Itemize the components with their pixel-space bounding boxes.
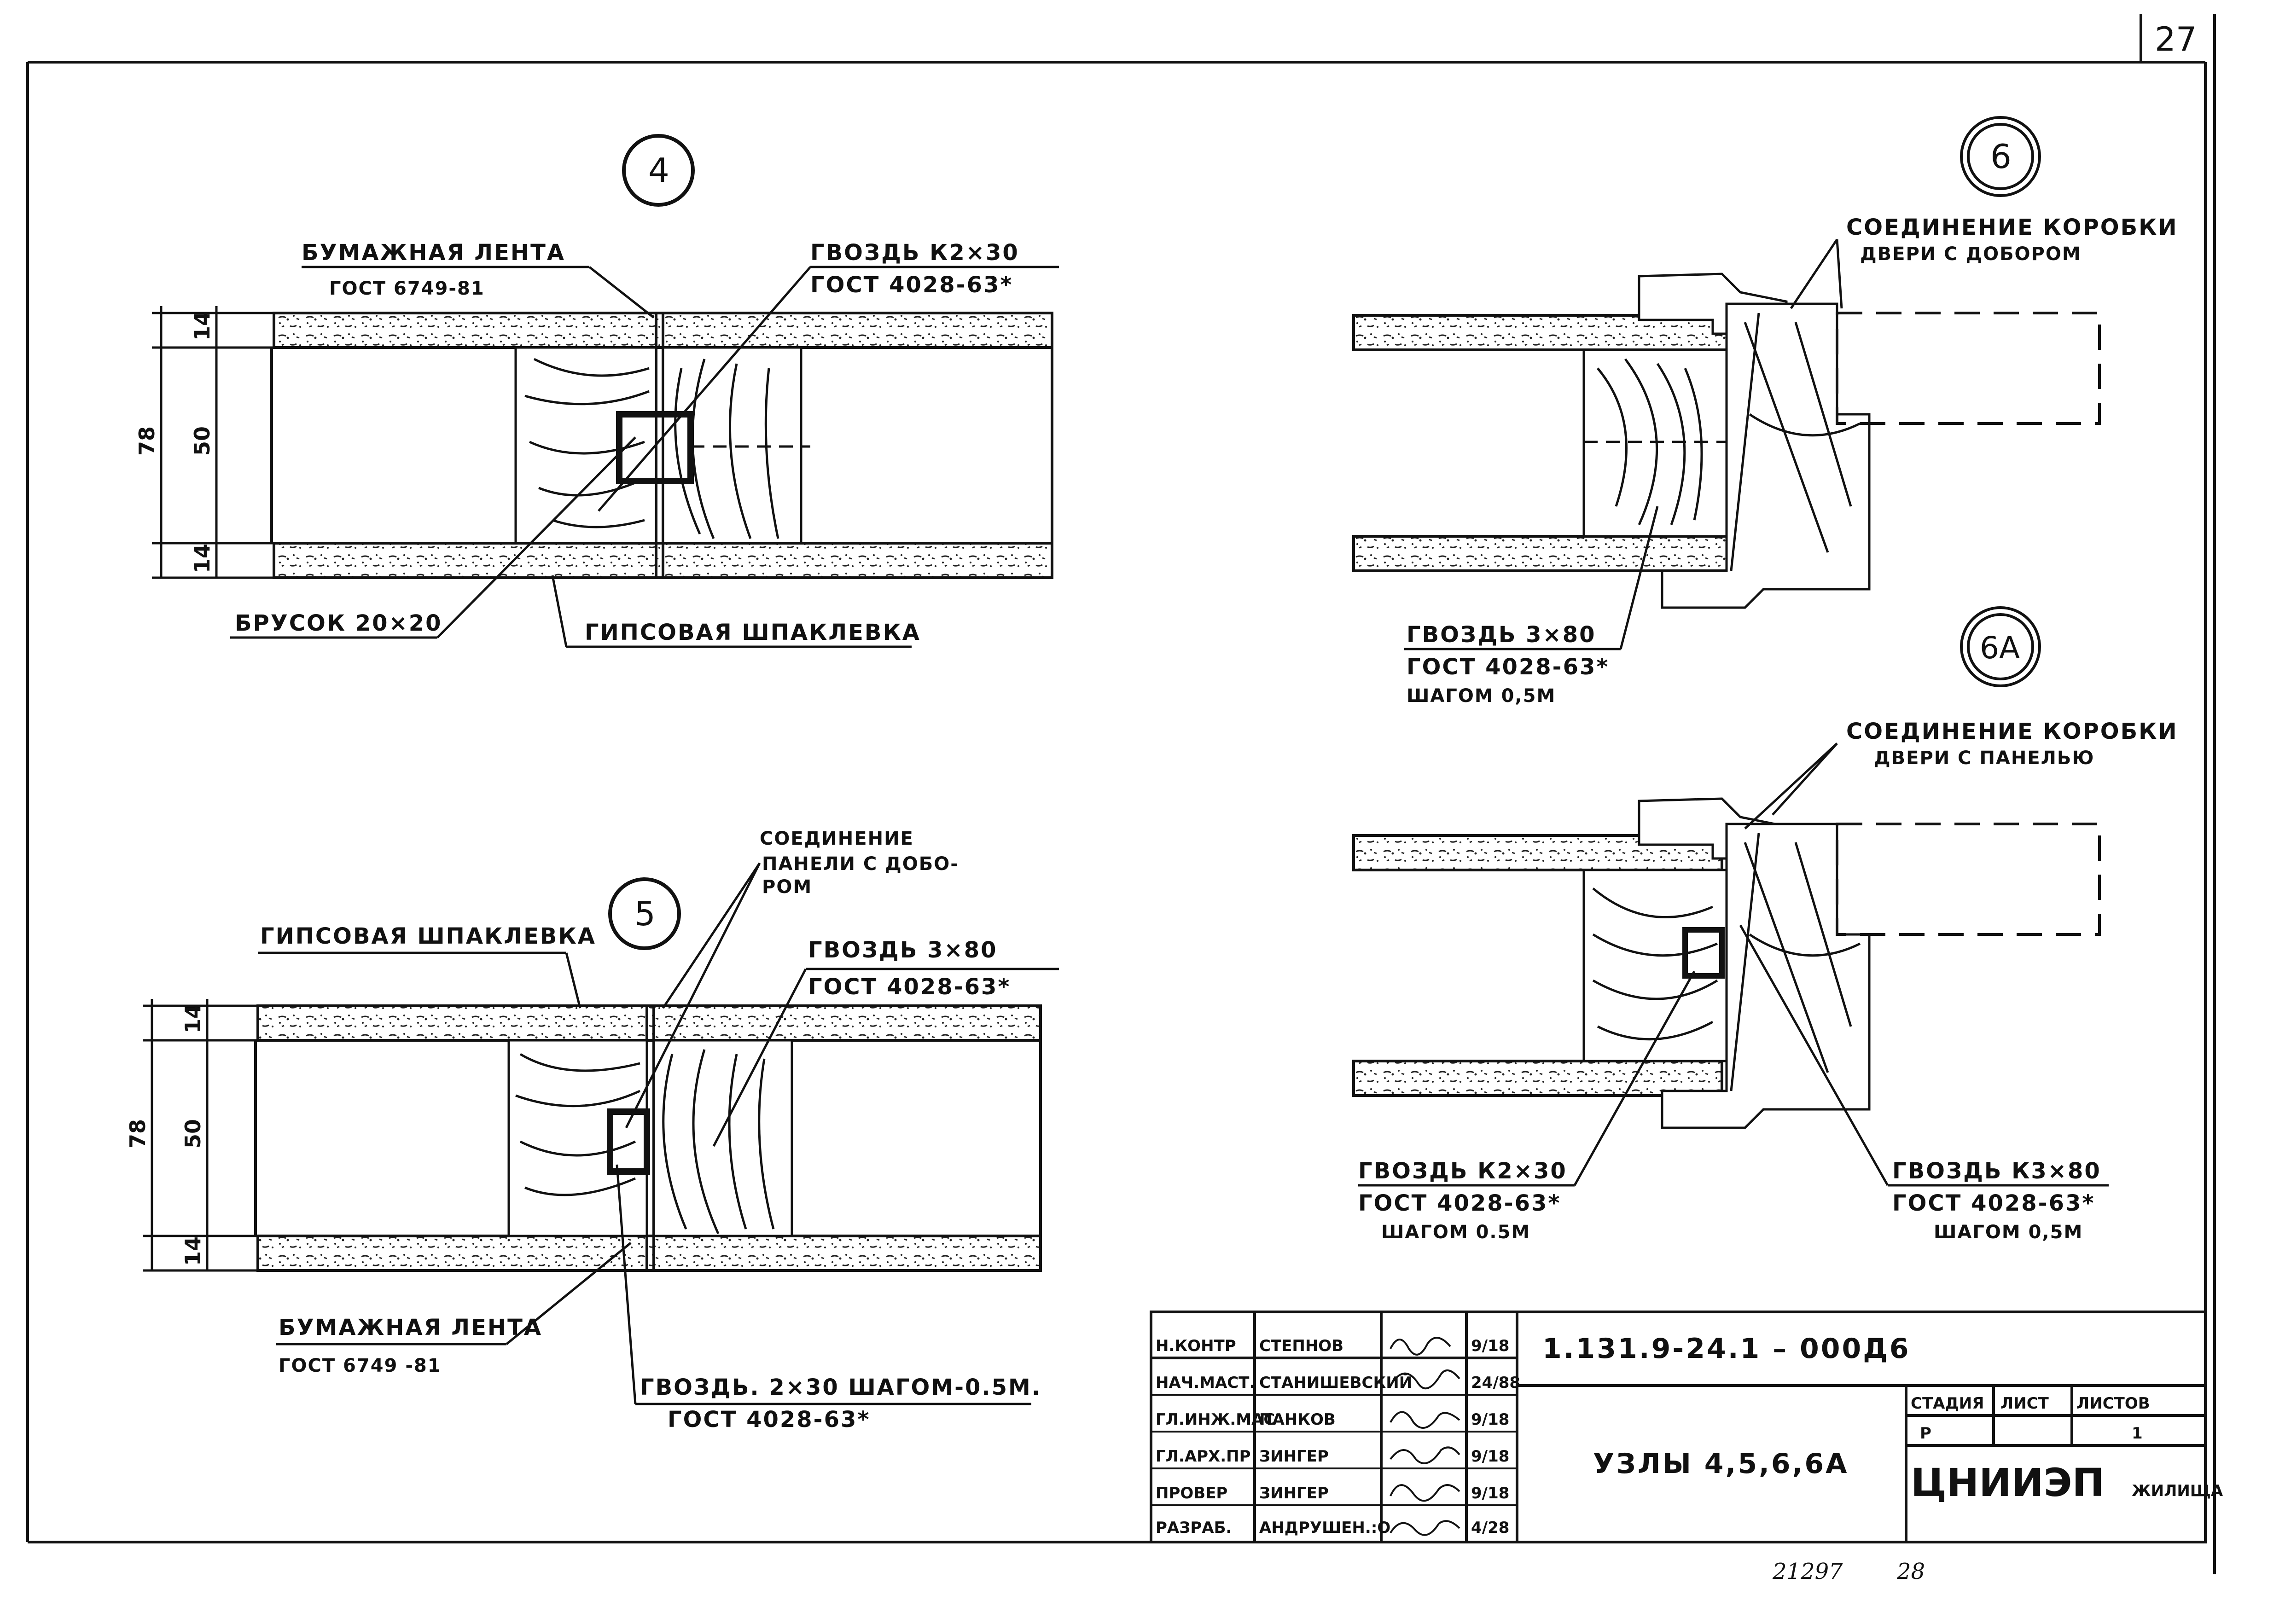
detail-4-bar-label: БРУСОК 20×20: [235, 610, 442, 636]
detail-6a-nail-left-step: ШАГОМ 0.5М: [1381, 1222, 1530, 1243]
row-date: 9/18: [1471, 1484, 1509, 1502]
detail-6a-joint-line2: ДВЕРИ С ПАНЕЛЬЮ: [1874, 748, 2094, 769]
detail-6-nail-step: ШАГОМ 0,5М: [1407, 685, 1556, 707]
detail-5-dim-core: 50: [180, 1119, 205, 1148]
page-number: 27: [2155, 20, 2197, 58]
detail-4-wood-studs: [514, 346, 802, 545]
detail-4-paper-tape-gost: ГОСТ 6749-81: [329, 278, 485, 299]
detail-5-gypsum-label: ГИПСОВАЯ ШПАКЛЕВКА: [260, 923, 596, 949]
detail-5-dimensions: [143, 999, 258, 1272]
detail-6a-bar: [1682, 927, 1725, 979]
detail-4-number: 4: [648, 151, 669, 190]
row-role: РАЗРАБ.: [1156, 1519, 1232, 1537]
row-date: 9/18: [1471, 1447, 1509, 1466]
detail-4-dim-total: 78: [134, 426, 159, 456]
detail-6a-marker: [1960, 606, 2041, 687]
detail-4-gypsum-label: ГИПСОВАЯ ШПАКЛЕВКА: [585, 620, 921, 645]
detail-4-dim-top: 14: [190, 311, 215, 341]
detail-5: 5 78 50 14 14: [125, 828, 1059, 1433]
detail-6a-joint-line1: СОЕДИНЕНИЕ КОРОБКИ: [1846, 719, 2178, 744]
row-date: 9/18: [1471, 1410, 1509, 1429]
row-role: НАЧ.МАСТ.: [1156, 1374, 1255, 1392]
detail-5-nail2-label: ГВОЗДЬ. 2×30 ШАГОМ-0.5М.: [640, 1375, 1041, 1400]
detail-4-nail-gost: ГОСТ 4028-63*: [810, 272, 1013, 298]
detail-6-nail-label: ГВОЗДЬ 3×80: [1407, 622, 1596, 648]
detail-5-paper-tape-gost: ГОСТ 6749 -81: [279, 1355, 442, 1376]
detail-4-marker: [622, 134, 695, 207]
detail-5-nail-gost: ГОСТ 4028-63*: [808, 974, 1011, 1000]
row-date: 24/88: [1471, 1374, 1520, 1392]
detail-4-leaders: [230, 266, 1059, 648]
signature-rows: Н.КОНТР СТЕПНОВ 9/18 НАЧ.МАСТ. СТАНИШЕВС…: [1156, 1337, 1520, 1537]
detail-5-joint-line1: СОЕДИНЕНИЕ: [760, 828, 914, 849]
org-name: ЦНИИЭП: [1911, 1460, 2105, 1505]
detail-6-marker: [1960, 116, 2041, 197]
org-suffix: ЖИЛИЩА: [2132, 1482, 2223, 1500]
detail-5-bar: [607, 1108, 650, 1175]
row-role: ПРОВЕР: [1156, 1484, 1227, 1502]
sheet-header: ЛИСТ: [2000, 1394, 2049, 1413]
detail-5-number: 5: [634, 894, 656, 933]
detail-6a-number: 6А: [1980, 630, 2020, 666]
detail-6a-panel: [1352, 834, 1723, 1097]
detail-6-joint-line2: ДВЕРИ С ДОБОРОМ: [1860, 244, 2082, 265]
footer-page-number: 28: [1896, 1559, 1925, 1584]
detail-5-joint-line3: РОМ: [762, 876, 812, 898]
row-date: 4/28: [1471, 1519, 1509, 1537]
detail-5-joint-line2: ПАНЕЛИ С ДОБО-: [762, 853, 959, 875]
detail-6-leaf: [1836, 312, 2101, 425]
row-name: ЗИНГЕР: [1259, 1484, 1329, 1502]
detail-4-panel: [270, 312, 1053, 579]
detail-5-nail2-gost: ГОСТ 4028-63*: [668, 1407, 870, 1433]
detail-4-dim-bottom: 14: [190, 544, 215, 573]
sheets-value: 1: [2132, 1424, 2143, 1443]
detail-6a-nail-right: ГВОЗДЬ К3×80: [1892, 1158, 2101, 1184]
detail-4: 4 78 50: [134, 134, 1059, 648]
row-role: ГЛ.ИНЖ.МАС: [1156, 1410, 1275, 1429]
inventory-number: 21297: [1772, 1559, 1843, 1584]
row-role: Н.КОНТР: [1156, 1337, 1236, 1355]
detail-5-panel: [254, 1004, 1042, 1272]
detail-6a-nail-right-step: ШАГОМ 0,5М: [1934, 1222, 2083, 1243]
row-name: СТЕПНОВ: [1259, 1337, 1343, 1355]
detail-5-dim-bottom: 14: [180, 1236, 205, 1266]
detail-5-wood-studs: [507, 1039, 793, 1237]
row-name: СТАНИШЕВСКИЙ: [1259, 1373, 1412, 1392]
row-name: ЗИНГЕР: [1259, 1447, 1329, 1466]
stage-header: СТАДИЯ: [1911, 1394, 1984, 1413]
row-date: 9/18: [1471, 1337, 1509, 1355]
row-role: ГЛ.АРХ.ПР: [1156, 1447, 1251, 1466]
detail-5-nail-label: ГВОЗДЬ 3×80: [808, 937, 998, 963]
sheets-header: ЛИСТОВ: [2076, 1394, 2150, 1413]
detail-6a: 6А СОЕДИНЕНИЕ КОРОБКИ ДВЕРИ С ПАНЕЛЬЮ ГВ…: [1352, 606, 2178, 1243]
row-name: ПАНКОВ: [1259, 1410, 1336, 1429]
detail-4-dimensions: [152, 306, 274, 579]
doc-code: 1.131.9-24.1 – 000Д6: [1542, 1333, 1910, 1365]
stage-value: Р: [1920, 1424, 1931, 1443]
detail-6a-nail-right-gost: ГОСТ 4028-63*: [1892, 1190, 2095, 1216]
detail-5-dim-total: 78: [125, 1119, 150, 1148]
detail-6-leaders: [1404, 238, 1843, 650]
row-name: АНДРУШЕН.:О: [1259, 1519, 1390, 1537]
detail-4-dim-core: 50: [190, 426, 215, 456]
detail-5-marker: [608, 877, 681, 950]
detail-6a-nail-left-gost: ГОСТ 4028-63*: [1358, 1190, 1561, 1216]
detail-6-joint-line1: СОЕДИНЕНИЕ КОРОБКИ: [1846, 215, 2178, 240]
detail-6-nail-gost: ГОСТ 4028-63*: [1407, 654, 1609, 680]
drawing-title: УЗЛЫ 4,5,6,6А: [1593, 1448, 1849, 1480]
title-block: 1.131.9-24.1 – 000Д6 УЗЛЫ 4,5,6,6А ЦНИИЭ…: [1150, 1311, 2223, 1543]
detail-5-leaders: [258, 862, 1059, 1405]
detail-6a-leaders: [1358, 742, 2109, 1187]
detail-6-number: 6: [1990, 137, 2012, 176]
detail-5-dim-top: 14: [180, 1004, 205, 1033]
detail-4-nail-label: ГВОЗДЬ К2×30: [810, 240, 1019, 266]
detail-6a-nail-left: ГВОЗДЬ К2×30: [1358, 1158, 1567, 1184]
sheet-frame: [26, 14, 2216, 1574]
signatures: [1390, 1337, 1460, 1536]
detail-4-paper-tape-label: БУМАЖНАЯ ЛЕНТА: [302, 240, 565, 266]
detail-6: 6 СОЕДИНЕНИЕ КОРОБКИ ДВЕРИ С ДОБОРОМ ГВО…: [1352, 116, 2178, 707]
detail-5-paper-tape-label: БУМАЖНАЯ ЛЕНТА: [279, 1315, 542, 1340]
detail-6a-leaf: [1836, 823, 2101, 936]
